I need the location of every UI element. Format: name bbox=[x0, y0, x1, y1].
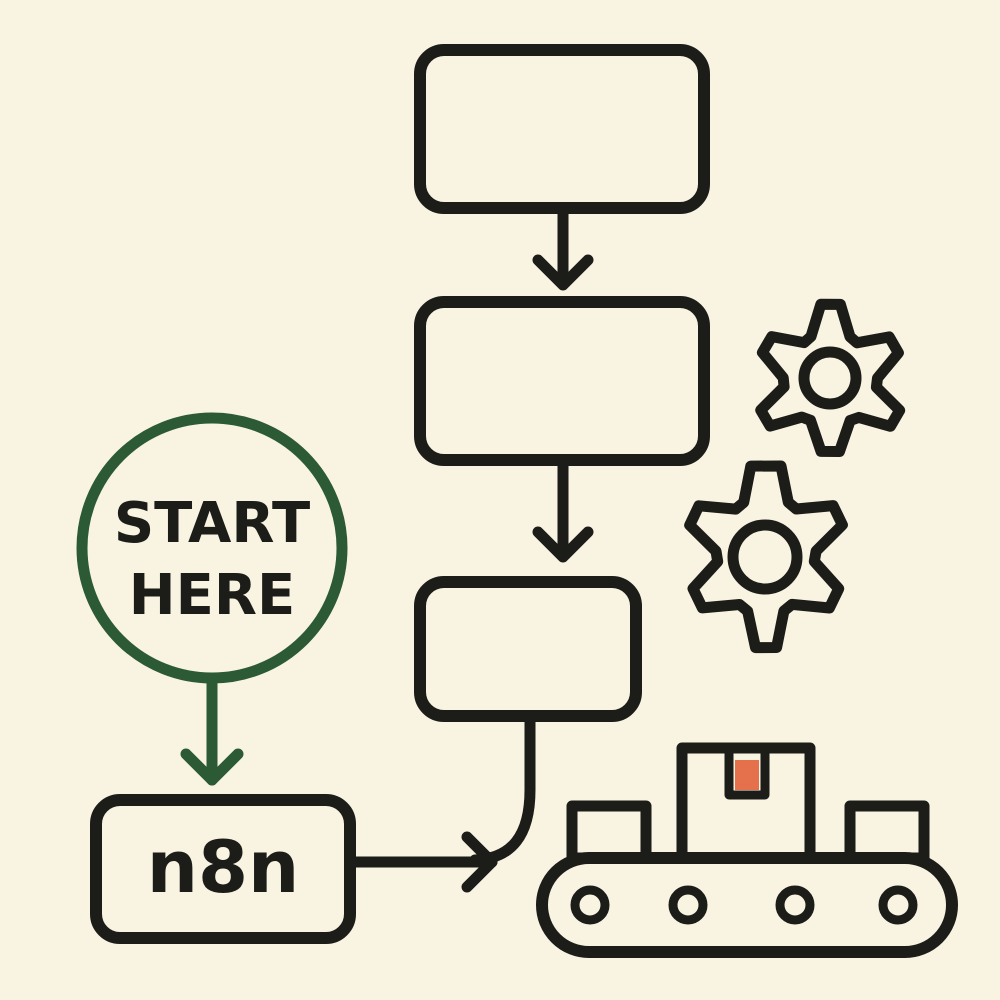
gear-icon bbox=[684, 460, 848, 654]
arrow-n8n-to-conveyor bbox=[344, 831, 498, 893]
conveyor-belt-track bbox=[536, 852, 958, 958]
workflow-step-box-3 bbox=[414, 576, 642, 722]
package-icon bbox=[844, 800, 930, 864]
n8n-node-label: n8n bbox=[147, 825, 300, 909]
start-here-badge: START HERE bbox=[76, 412, 348, 684]
gear-icon bbox=[755, 298, 906, 457]
workflow-step-box-1 bbox=[414, 44, 710, 214]
conveyor-roller bbox=[570, 885, 610, 925]
conveyor-roller bbox=[878, 885, 918, 925]
arrow-start-to-n8n bbox=[180, 674, 244, 786]
n8n-node-box bbox=[90, 794, 356, 944]
package-icon bbox=[566, 800, 652, 864]
arrow-box2-to-box3 bbox=[532, 454, 594, 563]
start-badge-line1: START bbox=[114, 491, 310, 556]
conveyor-roller bbox=[775, 885, 815, 925]
arrow-box1-to-box2 bbox=[532, 202, 594, 291]
n8n-node: n8n bbox=[90, 794, 356, 944]
connector-box3-to-flow bbox=[469, 710, 536, 866]
package-icon bbox=[676, 742, 816, 864]
workflow-step-box-2 bbox=[414, 296, 710, 466]
start-badge-line2: HERE bbox=[129, 563, 296, 628]
conveyor-belt-icon bbox=[536, 742, 958, 958]
conveyor-roller bbox=[668, 885, 708, 925]
